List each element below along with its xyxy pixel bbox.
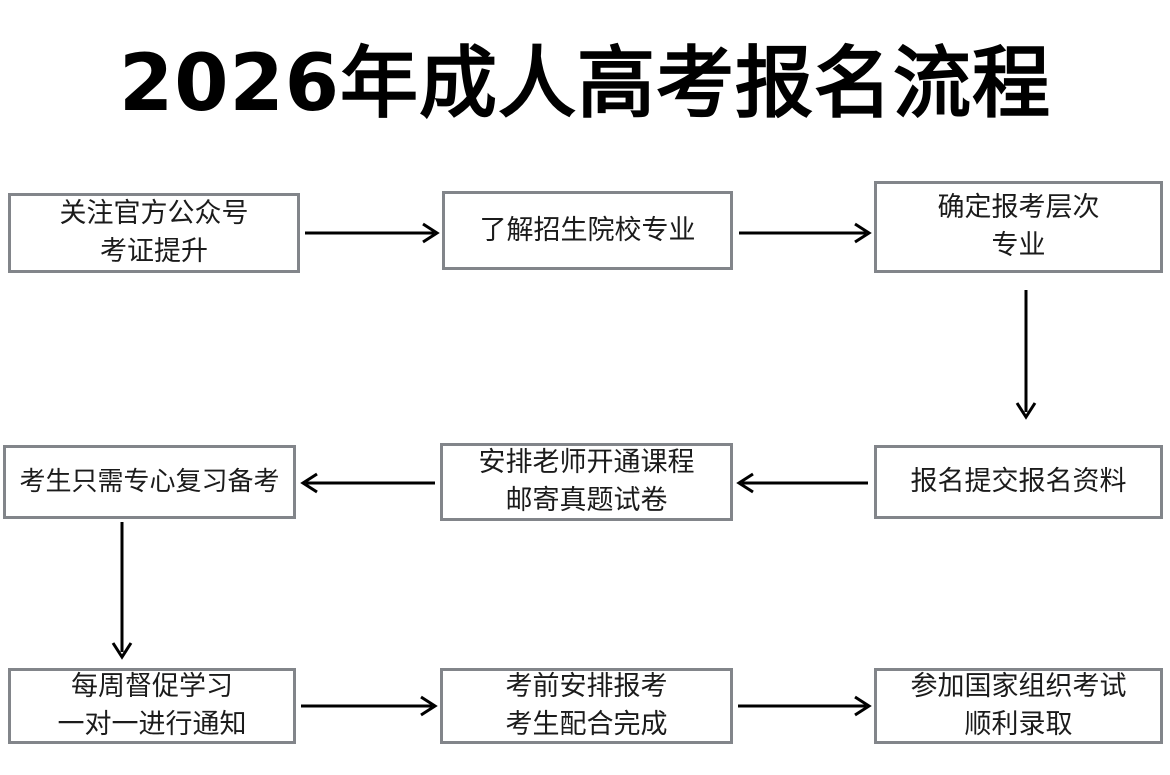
flow-node-line: 考证提升 — [100, 236, 208, 267]
flow-node-line: 参加国家组织考试 — [910, 671, 1127, 702]
flow-node-confirm-level-major[interactable]: 确定报考层次 专业 — [874, 181, 1163, 273]
page-title: 2026年成人高考报名流程 — [118, 39, 1052, 129]
arrow-n3-to-n4 — [1015, 290, 1037, 420]
flow-node-pre-exam-arrangement[interactable]: 考前安排报考 考生配合完成 — [440, 668, 733, 744]
arrow-n4-to-n5 — [736, 472, 868, 494]
flow-node-line: 每周督促学习 — [71, 671, 233, 702]
flow-node-line: 考生配合完成 — [505, 709, 668, 740]
flow-node-student-focus-review[interactable]: 考生只需专心复习备考 — [3, 445, 296, 519]
flow-node-line: 考生只需专心复习备考 — [19, 467, 280, 497]
arrow-n7-to-n8 — [301, 695, 438, 717]
arrow-n5-to-n6 — [300, 472, 435, 494]
flow-node-teacher-opens-course[interactable]: 安排老师开通课程 邮寄真题试卷 — [440, 443, 733, 521]
flow-node-follow-official-account[interactable]: 关注官方公众号 考证提升 — [8, 193, 300, 273]
flow-node-take-national-exam[interactable]: 参加国家组织考试 顺利录取 — [874, 668, 1163, 744]
flow-node-line: 考前安排报考 — [505, 671, 668, 702]
flow-node-line: 邮寄真题试卷 — [505, 485, 668, 516]
flow-node-line: 确定报考层次 — [937, 192, 1100, 223]
flow-node-weekly-study-supervision[interactable]: 每周督促学习 一对一进行通知 — [8, 668, 296, 744]
flow-node-line: 安排老师开通课程 — [478, 447, 695, 478]
arrow-n1-to-n2 — [305, 222, 440, 244]
flow-node-line: 一对一进行通知 — [57, 709, 247, 740]
flow-node-line: 专业 — [991, 230, 1046, 261]
flow-node-line: 关注官方公众号 — [59, 198, 249, 229]
flow-node-submit-application-materials[interactable]: 报名提交报名资料 — [874, 445, 1163, 519]
arrow-n8-to-n9 — [738, 695, 872, 717]
flow-node-learn-schools-majors[interactable]: 了解招生院校专业 — [442, 191, 733, 270]
arrow-n2-to-n3 — [739, 222, 872, 244]
flow-node-line: 报名提交报名资料 — [910, 466, 1127, 497]
arrow-n6-to-n7 — [111, 522, 133, 660]
flow-node-line: 顺利录取 — [964, 709, 1073, 740]
flow-node-line: 了解招生院校专业 — [479, 214, 696, 246]
